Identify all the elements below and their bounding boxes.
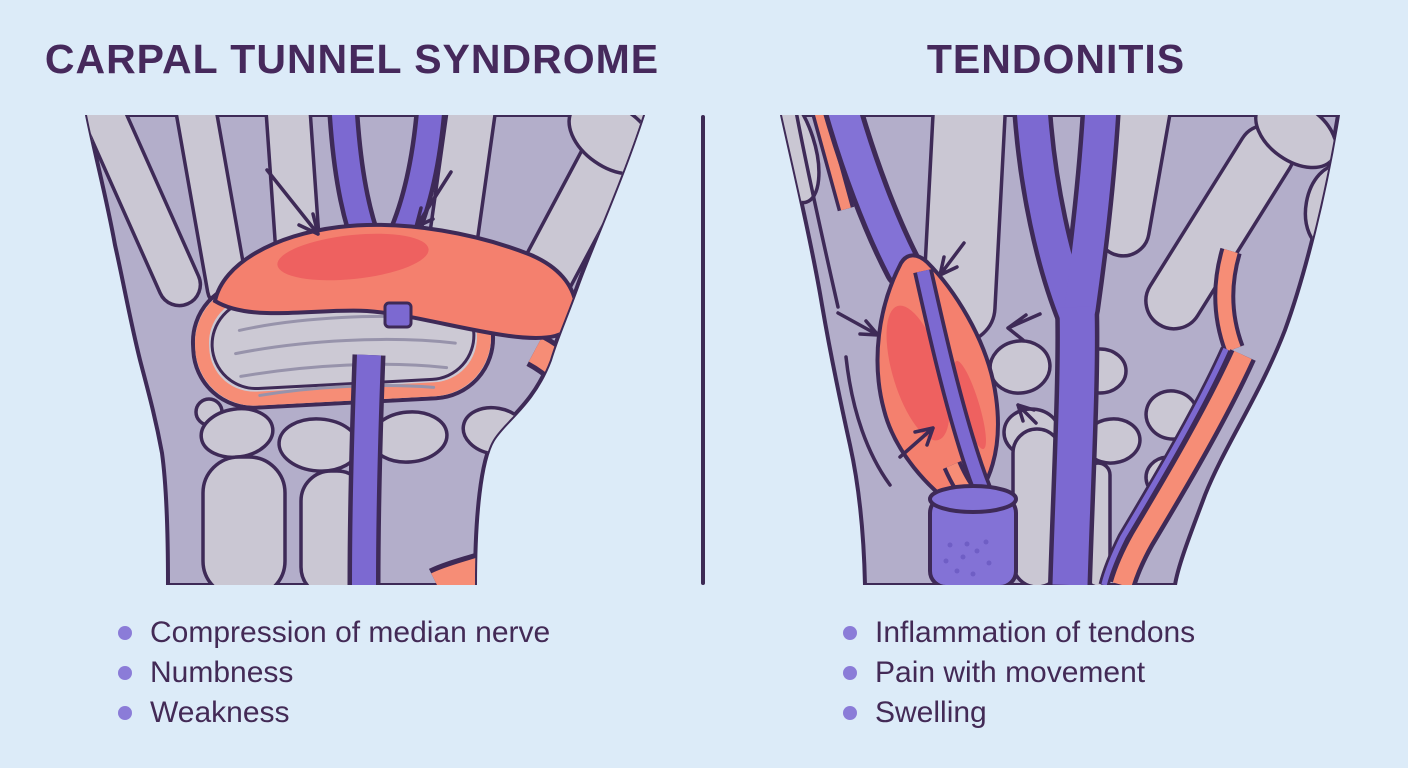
right-panel-title: TENDONITIS [926,36,1186,82]
median-nerve-peek [383,301,413,329]
bullet-icon [843,626,857,640]
tendonitis-illustration [780,115,1340,585]
bullet-icon [843,706,857,720]
list-item: Compression of median nerve [118,613,550,653]
side-tendon [1098,346,1256,585]
list-item: Swelling [843,693,1195,733]
compression-arrows [265,168,453,236]
inflammation-arrows [836,241,1042,459]
list-item-label: Pain with movement [875,656,1146,689]
list-item: Inflammation of tendons [843,613,1195,653]
inflamed-area-streak [954,360,986,450]
bullet-icon [118,626,132,640]
list-item: Numbness [118,653,550,693]
list-item-label: Weakness [150,696,290,729]
median-nerve [1012,115,1121,585]
sheath-texture-dots [943,539,992,577]
left-symptom-list: Compression of median nerve Numbness Wea… [118,613,550,733]
tendon-sheath-upper [809,115,924,289]
divider-line [701,115,705,585]
bullet-icon [118,706,132,720]
list-item: Weakness [118,693,550,733]
inflamed-area [886,305,950,441]
median-nerve-lower [347,354,386,585]
list-item-label: Compression of median nerve [150,616,551,649]
thumb-tendon [1213,247,1245,353]
list-item-label: Numbness [150,656,294,689]
tendon-sheath-tube [928,484,1018,585]
left-panel-title: CARPAL TUNNEL SYNDROME [44,36,660,82]
list-item-label: Swelling [875,696,987,729]
carpal-tunnel-illustration [85,115,645,585]
list-item-label: Inflammation of tendons [875,616,1196,649]
inflamed-area [277,233,429,281]
bullet-icon [118,666,132,680]
tissue-creases [794,115,892,487]
list-item: Pain with movement [843,653,1195,693]
bullet-icon [843,666,857,680]
right-symptom-list: Inflammation of tendons Pain with moveme… [843,613,1195,733]
